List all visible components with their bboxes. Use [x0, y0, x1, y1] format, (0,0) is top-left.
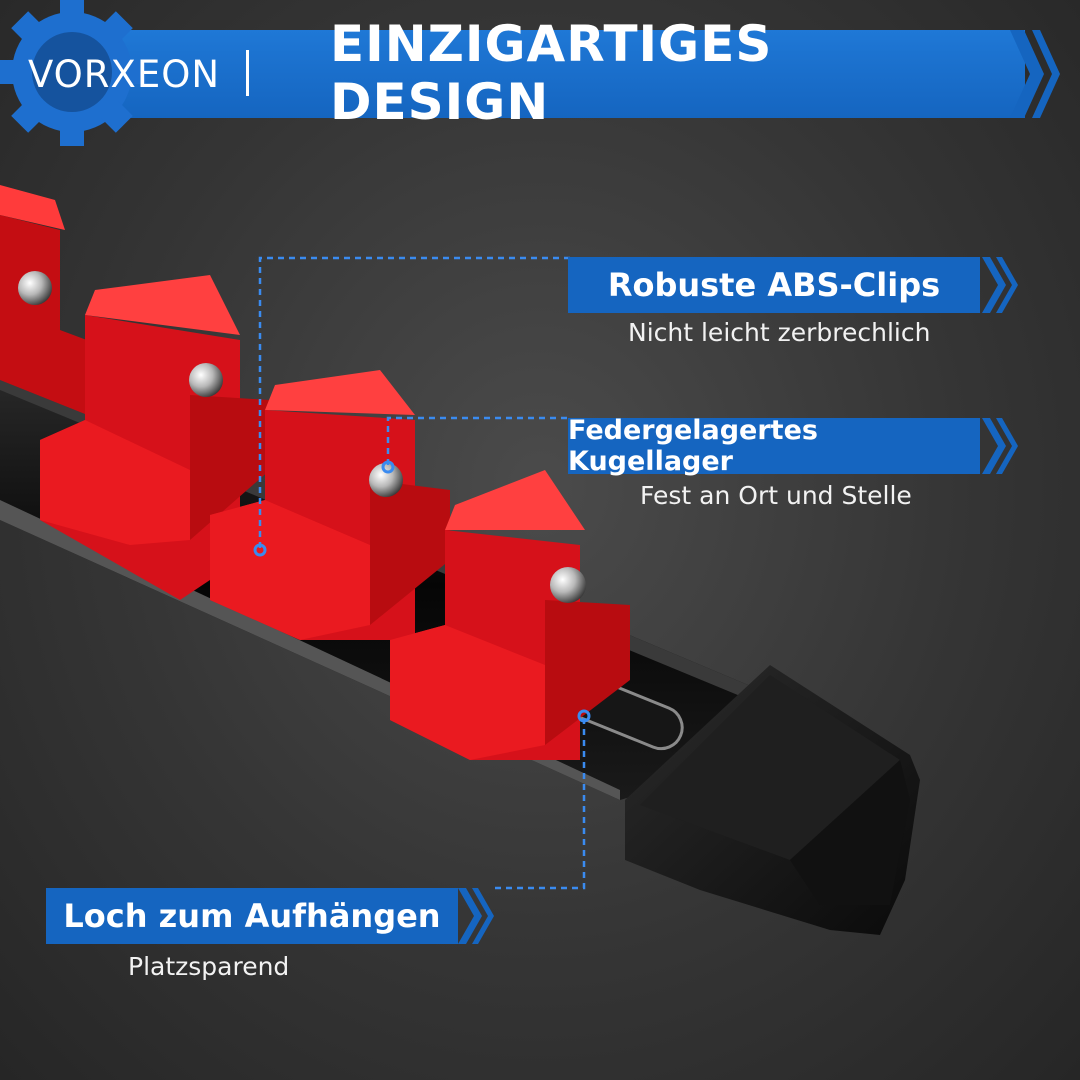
brand-divider	[246, 50, 249, 96]
header-banner	[70, 30, 1025, 118]
feature-subtitle-ball-bearing: Fest an Ort und Stelle	[640, 481, 912, 510]
chevron-right-icon	[982, 418, 1018, 474]
feature-title-abs-clips: Robuste ABS-Clips	[568, 257, 980, 313]
feature-title-hanging-hole: Loch zum Aufhängen	[46, 888, 458, 944]
clip-1	[0, 185, 100, 420]
chevron-right-icon	[458, 888, 494, 944]
feature-subtitle-hanging-hole: Platzsparend	[128, 952, 290, 981]
clip-4	[390, 470, 630, 760]
header-chevron-icon	[1010, 30, 1060, 118]
end-cap	[625, 665, 920, 935]
feature-title-ball-bearing: Federgelagertes Kugellager	[568, 415, 980, 477]
clip-3	[210, 370, 450, 640]
gear-icon	[0, 0, 146, 146]
clip-2	[40, 275, 270, 600]
callout-lines	[258, 256, 586, 890]
chevron-right-icon	[982, 257, 1018, 313]
brand-logo: VORXEON	[28, 52, 221, 96]
feature-subtitle-abs-clips: Nicht leicht zerbrechlich	[628, 318, 931, 347]
